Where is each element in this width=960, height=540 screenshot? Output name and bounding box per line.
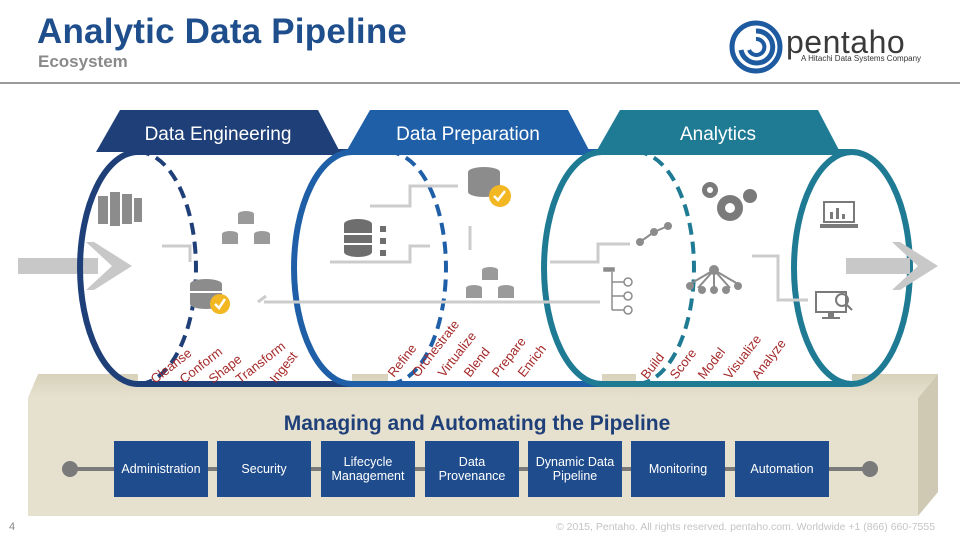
database-cluster-icon (466, 267, 514, 298)
box-dynamic-data-pipeline: Dynamic Data Pipeline (528, 441, 622, 497)
flow-connectors (162, 184, 808, 304)
output-arrow-head (892, 242, 938, 290)
banner-analytics (596, 110, 840, 152)
box-data-provenance: Data Provenance (425, 441, 519, 497)
database-check-icon (190, 279, 230, 314)
monitor-search-icon (815, 291, 853, 319)
logo-wordmark: pentaho (786, 24, 906, 60)
dashboard-laptop-icon (820, 201, 858, 228)
box-administration: Administration (114, 441, 208, 497)
output-arrow (846, 258, 910, 274)
page-number: 4 (9, 521, 16, 533)
page-title: Analytic Data Pipeline (37, 12, 408, 51)
banner-data-preparation (346, 110, 590, 152)
gears-icon (702, 182, 757, 221)
input-arrow-head (86, 242, 132, 290)
stage-label-analytics: Analytics (680, 124, 756, 145)
box-lifecycle-management: Lifecycle Management (321, 441, 415, 497)
box-security: Security (217, 441, 311, 497)
hub-icon (686, 265, 742, 294)
box-monitoring: Monitoring (631, 441, 725, 497)
pentaho-logo-icon (729, 20, 783, 74)
stage-label-data-preparation: Data Preparation (396, 124, 540, 145)
management-title: Managing and Automating the Pipeline (284, 412, 671, 435)
list-tree-icon (603, 267, 633, 315)
database-tree-icon (222, 211, 270, 244)
platform-side (918, 374, 938, 516)
rail-end-dot (862, 461, 878, 477)
input-arrow (18, 258, 98, 274)
stage-label-data-engineering: Data Engineering (145, 124, 292, 145)
server-rack-icon (98, 192, 142, 226)
database-check-top-icon (468, 167, 511, 207)
database-flow-icon (344, 219, 386, 257)
header-divider (0, 82, 960, 84)
network-nodes-icon (636, 222, 672, 246)
rail-start-dot (62, 461, 78, 477)
page-subtitle: Ecosystem (38, 52, 128, 71)
box-automation: Automation (735, 441, 829, 497)
logo-tagline: A Hitachi Data Systems Company (801, 54, 922, 63)
banner-data-engineering (96, 110, 340, 152)
footer-copyright: © 2015, Pentaho. All rights reserved. pe… (556, 521, 936, 533)
